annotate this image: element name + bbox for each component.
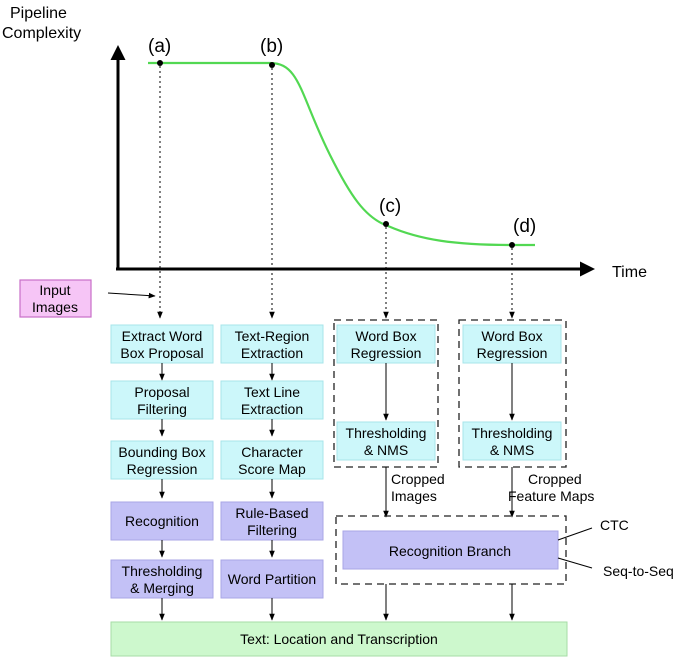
output-label: Text: Location and Transcription	[240, 631, 438, 647]
box-c-thresholding-nms	[336, 421, 436, 461]
y-axis-label-line2: Complexity	[2, 25, 81, 42]
box-c-2-line1: Thresholding	[346, 425, 427, 441]
box-a-1-line1: Extract Word	[122, 328, 203, 344]
box-b-5-line1: Word Partition	[228, 571, 316, 587]
pipeline-d: Word Box Regression Thresholding & NMS C…	[458, 319, 594, 518]
box-b-3-line2: Score Map	[238, 461, 306, 477]
box-b-1-line2: Extraction	[241, 345, 303, 361]
box-c-1-line2: Regression	[351, 345, 422, 361]
cropped-feature-maps-line2: Feature Maps	[508, 488, 594, 504]
box-b-3-line1: Character	[241, 444, 303, 460]
box-b-2-line1: Text Line	[244, 384, 300, 400]
box-b-2-line2: Extraction	[241, 401, 303, 417]
box-a-1-line2: Box Proposal	[120, 345, 203, 361]
complexity-curve	[148, 61, 535, 247]
cropped-images-line2: Images	[391, 488, 437, 504]
point-b-label: (b)	[260, 36, 283, 57]
x-axis-label: Time	[612, 264, 647, 281]
input-images-line2: Images	[32, 299, 78, 315]
box-a-2-line1: Proposal	[134, 384, 189, 400]
box-a-4-line1: Recognition	[125, 513, 199, 529]
box-d-2-line1: Thresholding	[472, 425, 553, 441]
ctc-connector	[557, 527, 593, 541]
input-images-box	[19, 279, 92, 318]
box-a-2-line2: Filtering	[137, 401, 187, 417]
ctc-label: CTC	[600, 517, 629, 533]
box-d-1-line1: Word Box	[481, 328, 542, 344]
point-a-marker	[157, 60, 163, 66]
box-b-character-score-map	[220, 440, 324, 480]
box-b-1-line1: Text-Region	[235, 328, 310, 344]
group-d-dashed	[458, 319, 567, 468]
box-b-rule-based-filtering	[220, 501, 324, 541]
box-d-thresholding-nms	[462, 421, 562, 461]
recognition-group-dashed	[335, 515, 567, 585]
box-c-1-line1: Word Box	[355, 328, 416, 344]
input-arrow	[107, 292, 156, 299]
pipeline-c: Word Box Regression Thresholding & NMS C…	[333, 319, 445, 518]
box-b-4-line2: Filtering	[247, 522, 297, 538]
cropped-feature-maps-line1: Cropped	[528, 471, 582, 487]
pipeline-a: Extract Word Box Proposal Proposal Filte…	[110, 324, 214, 621]
box-d-1-line2: Regression	[477, 345, 548, 361]
cropped-images-line1: Cropped	[391, 471, 445, 487]
point-c-marker	[383, 221, 389, 227]
point-d-marker	[509, 242, 515, 248]
pipeline-b: Text-Region Extraction Text Line Extract…	[220, 324, 324, 621]
seq-to-seq-label: Seq-to-Seq	[603, 563, 674, 579]
point-c-label: (c)	[379, 196, 401, 217]
box-b-4-line1: Rule-Based	[235, 505, 308, 521]
output-box	[110, 621, 568, 657]
box-d-word-box-regression	[462, 324, 562, 364]
box-d-2-line2: & NMS	[490, 442, 534, 458]
point-b-marker	[269, 62, 275, 68]
recognition-branch-label: Recognition Branch	[389, 543, 511, 559]
box-c-2-line2: & NMS	[364, 442, 408, 458]
box-c-word-box-regression	[336, 324, 436, 364]
box-b-text-region-extraction	[220, 324, 324, 364]
box-a-5-line1: Thresholding	[122, 563, 203, 579]
box-a-recognition	[110, 501, 214, 541]
box-a-3-line1: Bounding Box	[118, 444, 205, 460]
recognition-branch-box	[342, 530, 559, 570]
seq-connector	[557, 557, 593, 569]
box-a-3-line2: Regression	[127, 461, 198, 477]
box-a-5-line2: & Merging	[130, 580, 194, 596]
box-a-thresholding-merging	[110, 559, 214, 599]
point-d-label: (d)	[513, 216, 536, 237]
input-images-line1: Input	[39, 282, 70, 298]
box-a-proposal-filtering	[110, 380, 214, 420]
point-a-label: (a)	[148, 36, 171, 57]
y-axis-label-line1: Pipeline	[10, 5, 67, 22]
box-b-word-partition	[220, 559, 324, 599]
